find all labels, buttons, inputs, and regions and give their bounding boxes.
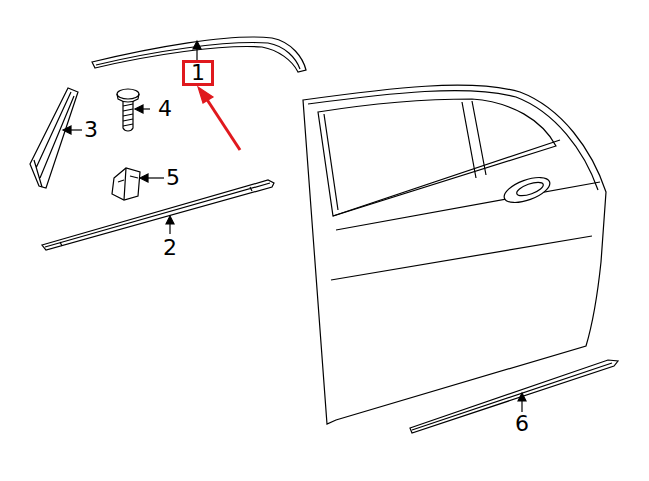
callout-number: 1 bbox=[191, 62, 205, 84]
callout-number: 5 bbox=[166, 166, 180, 190]
callout-number: 6 bbox=[515, 412, 529, 436]
callout-number: 4 bbox=[158, 97, 172, 121]
callout-number: 3 bbox=[84, 118, 98, 142]
callout-number: 2 bbox=[163, 236, 177, 260]
highlight-box: 1 bbox=[182, 60, 214, 86]
